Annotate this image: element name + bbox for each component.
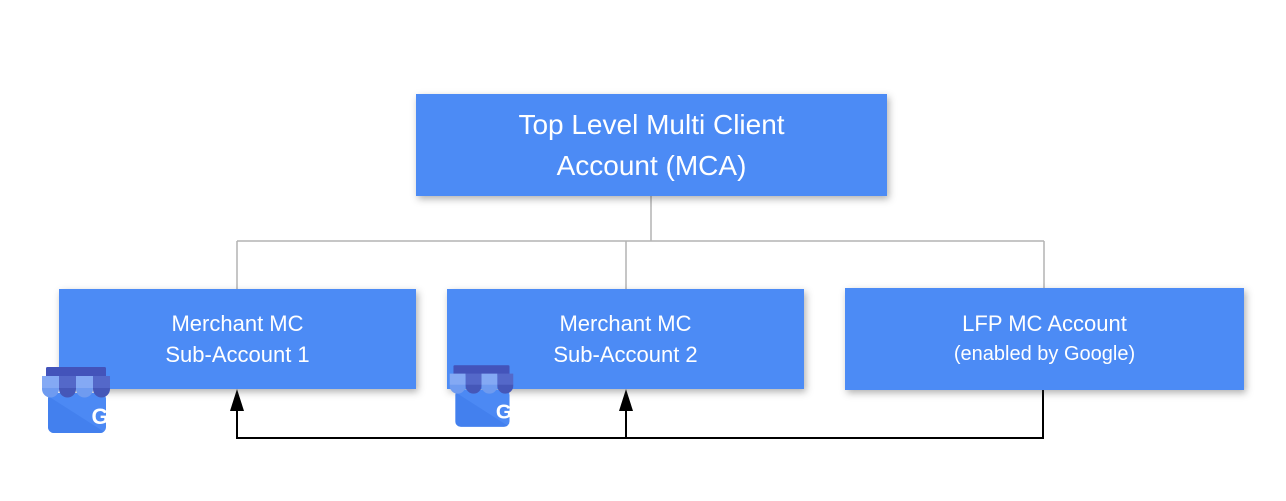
business-profile-icon xyxy=(38,367,114,433)
tree-connector-lines xyxy=(236,196,1045,290)
feed-arrow-lines xyxy=(236,390,1044,439)
node-label-line2: (enabled by Google) xyxy=(953,343,1136,365)
business-profile-icon xyxy=(446,365,517,427)
arrowhead-up-icon xyxy=(619,389,633,411)
node-label-line1: LFP MC Account xyxy=(962,311,1127,336)
node-label-line2: Sub-Account 1 xyxy=(165,342,310,367)
node-label-line2: Account (MCA) xyxy=(556,150,747,181)
node-label-line1: Merchant MC xyxy=(559,311,692,336)
arrowhead-up-icon xyxy=(230,389,244,411)
node-merchant-sub-account-1: Merchant MC Sub-Account 1 xyxy=(59,289,416,389)
node-label-line1: Top Level Multi Client xyxy=(518,109,785,140)
node-label-line2: Sub-Account 2 xyxy=(553,342,698,367)
node-label-line1: Merchant MC xyxy=(171,311,304,336)
node-top-level-mca: Top Level Multi Client Account (MCA) xyxy=(416,94,887,196)
node-lfp-mc-account: LFP MC Account (enabled by Google) xyxy=(845,288,1244,390)
